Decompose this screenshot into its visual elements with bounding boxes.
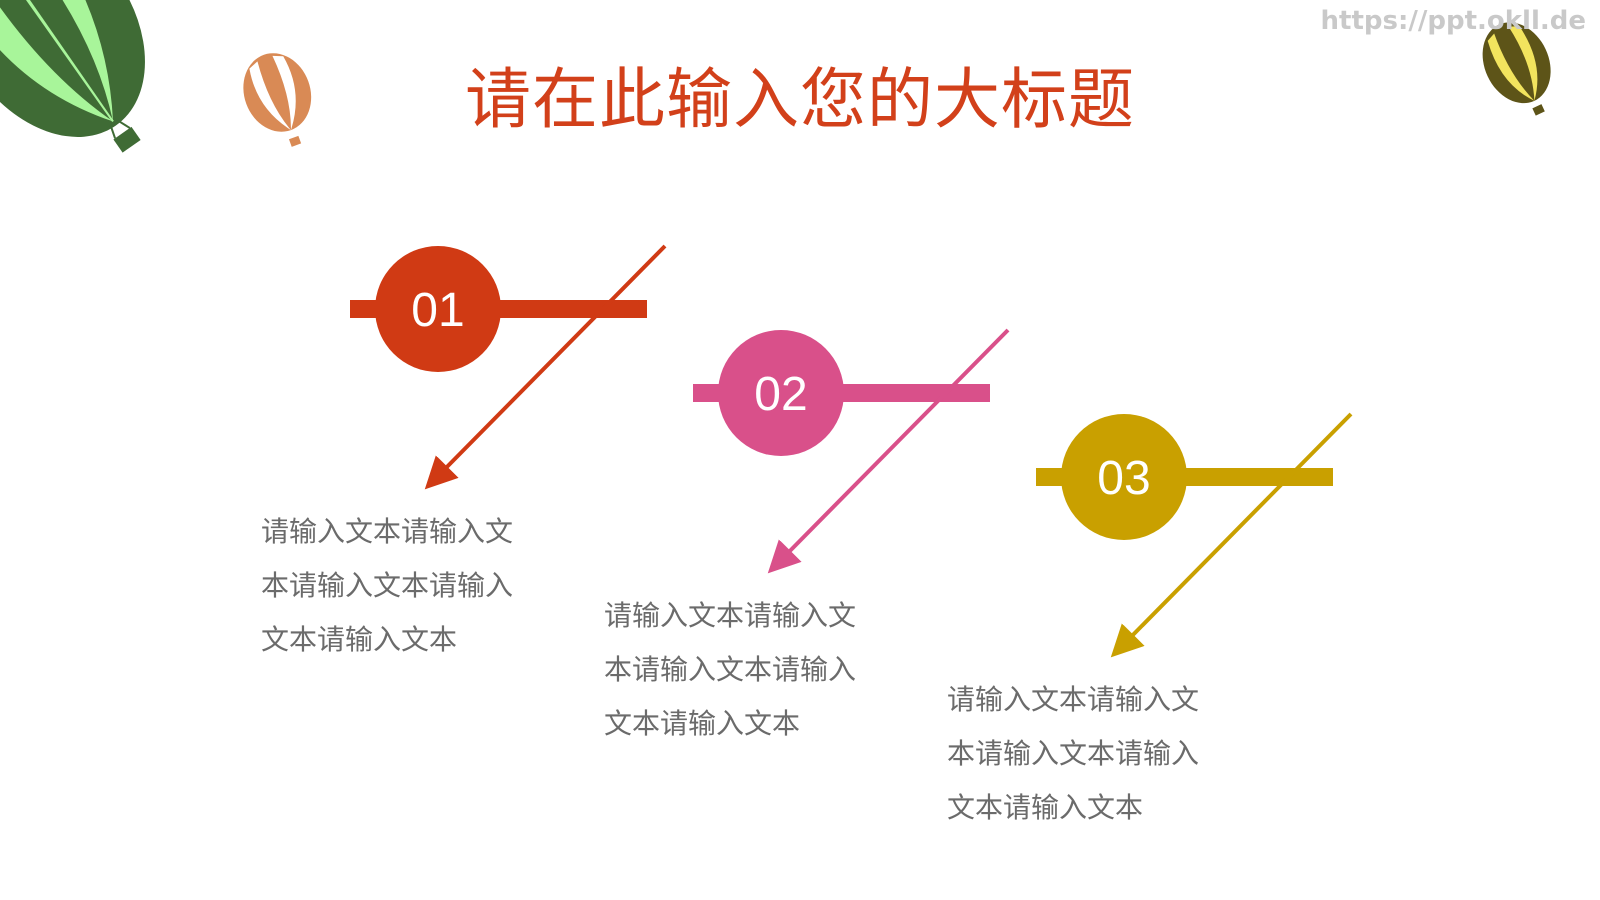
item-1-description: 请输入文本请输入文本请输入文本请输入文本请输入文本 xyxy=(261,515,514,656)
arrow-line xyxy=(767,328,1010,574)
balloon-green-icon xyxy=(0,0,145,153)
balloon-orange-icon xyxy=(243,53,312,147)
step-circle xyxy=(718,330,844,456)
balloon-yellow-icon xyxy=(1482,22,1551,116)
step-number: 03 xyxy=(1097,452,1150,505)
slide-title: 请在此输入您的大标题 xyxy=(465,61,1135,138)
arrow-line xyxy=(1110,412,1353,658)
step-marker-1: 01 xyxy=(350,244,667,490)
step-marker-3: 03 xyxy=(1036,412,1353,658)
step-circle xyxy=(375,246,501,372)
step-number: 02 xyxy=(754,368,807,421)
item-3-description: 请输入文本请输入文本请输入文本请输入文本请输入文本 xyxy=(947,683,1200,824)
step-circle xyxy=(1061,414,1187,540)
watermark: https://ppt.okll.de xyxy=(1320,6,1586,36)
step-marker-2: 02 xyxy=(693,328,1010,574)
step-number: 01 xyxy=(411,284,464,337)
item-2-description: 请输入文本请输入文本请输入文本请输入文本请输入文本 xyxy=(604,599,857,740)
arrow-line xyxy=(424,244,667,490)
